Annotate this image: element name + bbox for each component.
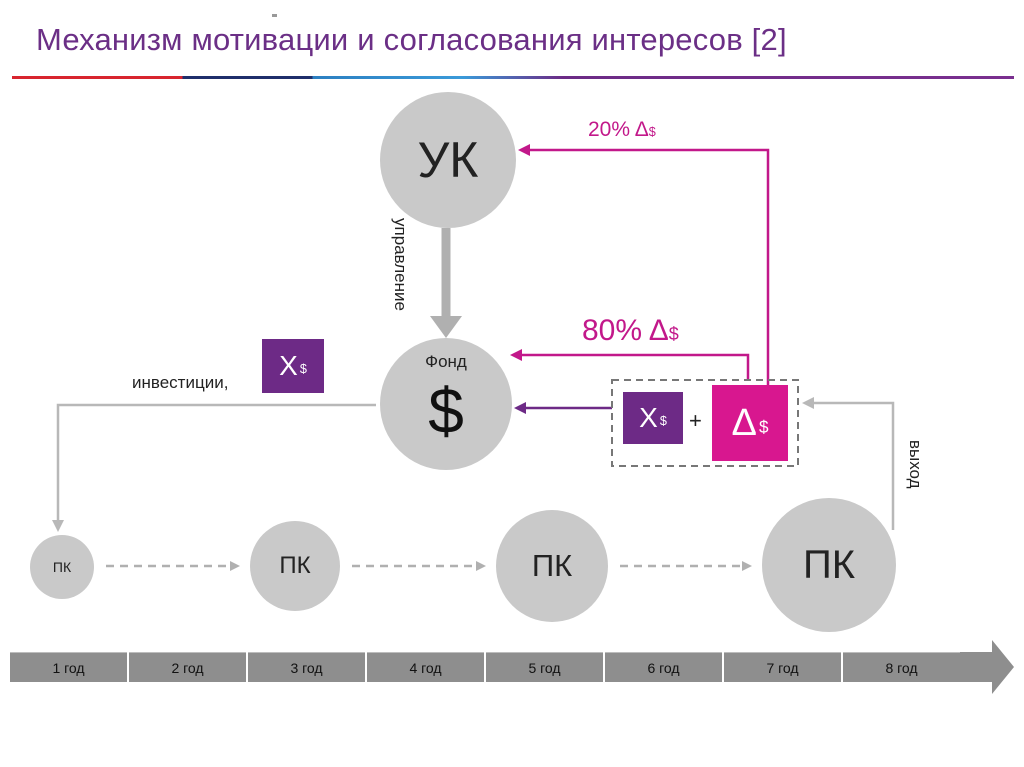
timeline-year: 6 год [605, 652, 722, 682]
investments-label: инвестиции, [132, 373, 229, 392]
share-80-label: 80% Δ$ [582, 314, 679, 348]
delta-box: Δ$ [712, 385, 788, 461]
x-return-main: X [639, 402, 658, 433]
title-divider [12, 76, 1014, 79]
pk-node-2: ПК [250, 521, 340, 611]
x-return-box: X$ [623, 392, 683, 444]
x-return-sub: $ [659, 414, 667, 429]
timeline-year: 8 год [843, 652, 960, 682]
x-invest-sub: $ [299, 362, 307, 377]
pk-label-3: ПК [531, 548, 573, 583]
pk-label-4: ПК [802, 542, 856, 587]
share-80-sub: $ [668, 324, 679, 344]
timeline-arrow-head [958, 640, 1014, 694]
timeline-year: 7 год [724, 652, 841, 682]
dollar-icon: $ [428, 375, 464, 447]
share-20-label: 20% Δ$ [588, 118, 656, 142]
arrow-80-percent [520, 353, 750, 380]
pk-node-4: ПК [762, 498, 896, 632]
x-invest-main: X [279, 350, 298, 381]
arrow-investment [56, 403, 376, 522]
arrow-exit [812, 401, 895, 530]
x-invest-box: X$ [262, 339, 324, 393]
plus-sign: + [689, 408, 702, 433]
fund-label: Фонд [425, 352, 467, 371]
share-20-sub: $ [648, 125, 656, 139]
timeline-year: 5 год [486, 652, 603, 682]
timeline: 1 год 2 год 3 год 4 год 5 год 6 год 7 го… [10, 652, 962, 682]
uk-node: УК [380, 92, 516, 228]
delta-sub: $ [758, 417, 769, 437]
timeline-year: 1 год [10, 652, 127, 682]
timeline-year: 3 год [248, 652, 365, 682]
uk-label: УК [417, 132, 479, 188]
delta-main: Δ [731, 401, 757, 444]
result-group-frame [611, 379, 799, 467]
pk-node-1: ПК [30, 535, 94, 599]
fund-node: Фонд $ [380, 338, 512, 470]
timeline-year: 2 год [129, 652, 246, 682]
timeline-year: 4 год [367, 652, 484, 682]
exit-label: выход [906, 440, 925, 489]
share-80-text: 80% Δ [582, 314, 669, 347]
page-title: Механизм мотивации и согласования интере… [36, 22, 787, 57]
pk-label-1: ПК [52, 559, 72, 575]
management-label: управление [391, 218, 410, 311]
pk-label-2: ПК [279, 552, 311, 579]
share-20-text: 20% Δ [588, 118, 649, 141]
top-mark [272, 14, 277, 17]
arrow-20-percent [528, 148, 770, 385]
pk-node-3: ПК [496, 510, 608, 622]
